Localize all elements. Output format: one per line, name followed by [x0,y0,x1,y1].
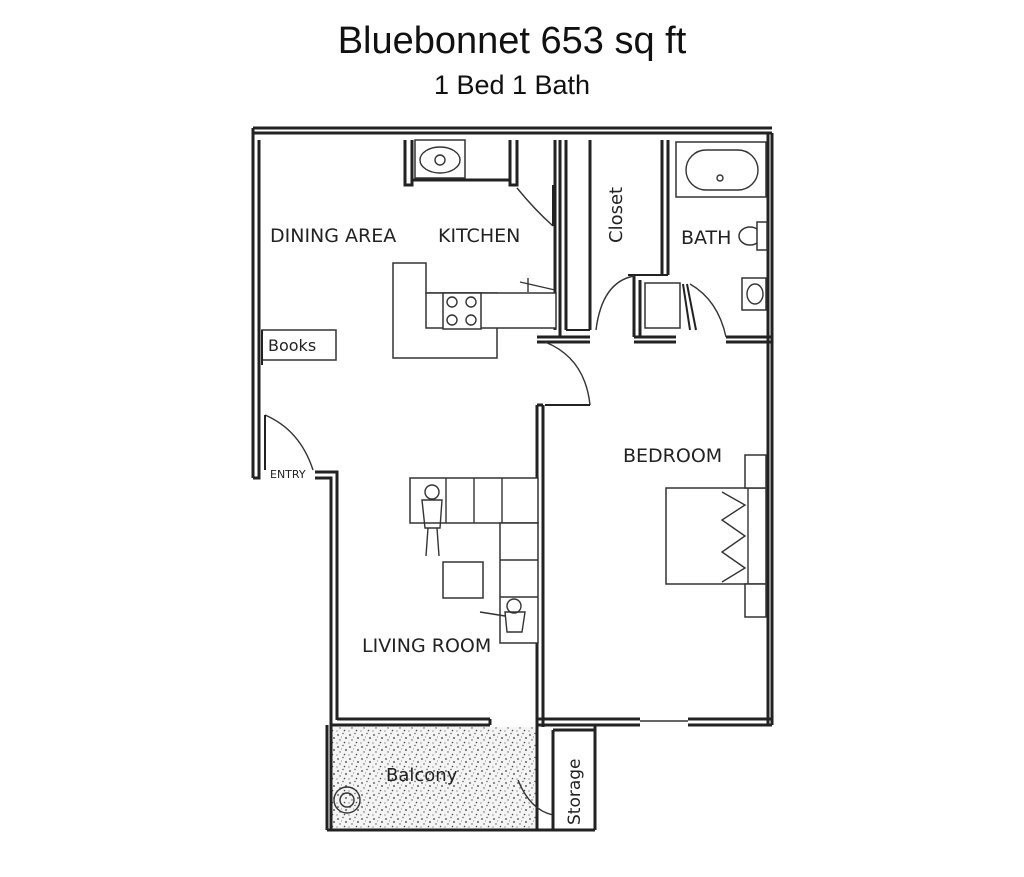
plan-title: Bluebonnet 653 sq ft [337,20,687,62]
label-living: LIVING ROOM [362,635,491,657]
living-furniture [409,477,539,644]
label-entry: ENTRY [270,468,306,481]
kitchen-fixtures [392,139,557,359]
label-closet: Closet [606,187,627,243]
doors [264,275,727,816]
plan-subtitle: 1 Bed 1 Bath [433,70,591,100]
outer-walls [251,126,774,727]
label-bath: BATH [681,227,731,249]
label-balcony: Balcony [386,765,458,786]
bedroom-furniture [665,454,767,618]
label-books: Books [268,336,316,355]
bath-fixtures [644,141,768,329]
label-storage: Storage [565,758,585,825]
label-kitchen: KITCHEN [438,225,520,247]
balcony-storage [325,725,597,832]
label-dining: DINING AREA [270,225,396,247]
balcony-floor [331,727,537,830]
label-bedroom: BEDROOM [623,445,722,467]
